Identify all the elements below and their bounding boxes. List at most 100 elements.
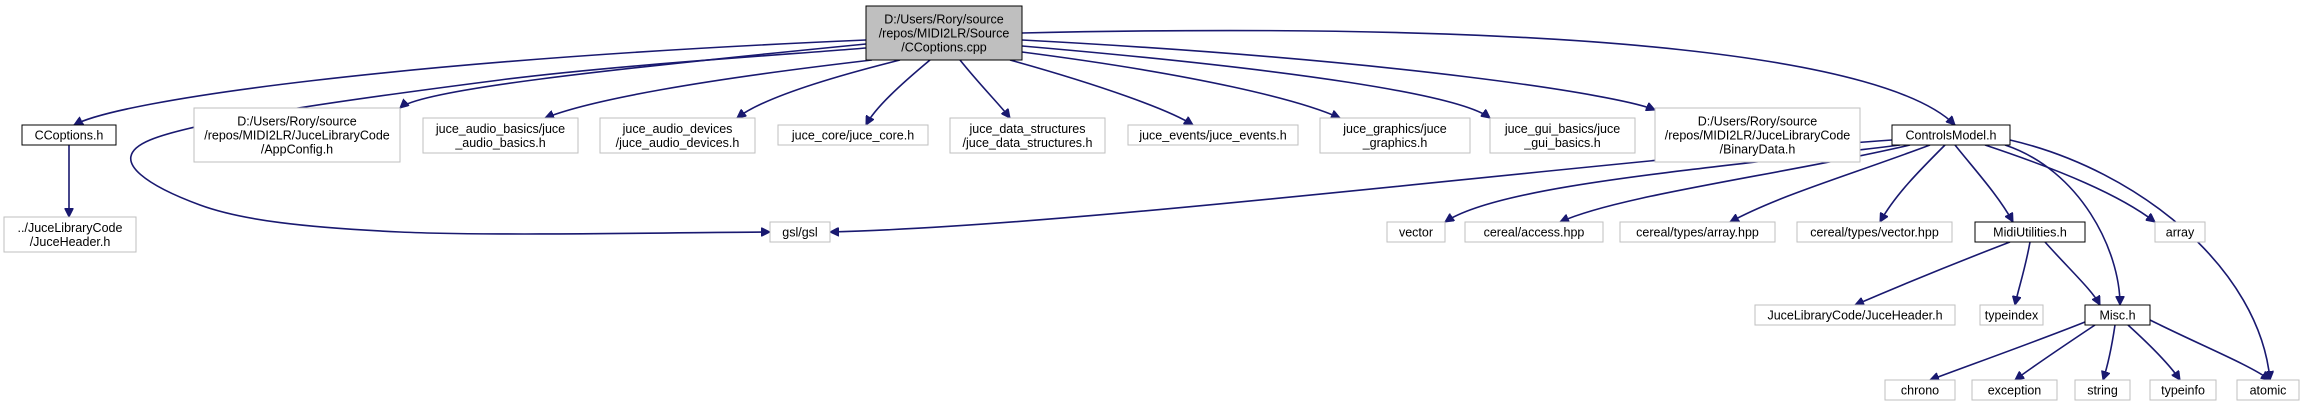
node-box bbox=[2084, 304, 2151, 326]
edge-ccoptions_cpp-to-juce_events bbox=[1009, 59, 1193, 126]
node-label-line: juce_audio_devices bbox=[622, 122, 733, 136]
node-label-line: typeindex bbox=[1985, 309, 2039, 323]
node-box bbox=[193, 107, 401, 163]
edge-ccoptions_cpp-to-juce_gui_basics bbox=[1021, 45, 1490, 118]
edge-ccoptions_cpp-to-juce_data_structures bbox=[959, 59, 1010, 118]
node-juceheader_rel: ../JuceLibraryCode/JuceHeader.h bbox=[3, 216, 137, 253]
node-box bbox=[2074, 379, 2131, 401]
node-label-line: vector bbox=[1399, 226, 1433, 240]
node-ccoptions_h[interactable]: CCoptions.h bbox=[21, 124, 117, 146]
node-typeinfo: typeinfo bbox=[2149, 379, 2217, 401]
node-label-line: /CCoptions.cpp bbox=[901, 41, 987, 55]
node-juce_audio_devices: juce_audio_devices/juce_audio_devices.h bbox=[599, 117, 756, 154]
edge-controlsmodel_h-to-atomic bbox=[2009, 139, 2270, 380]
node-label-line: array bbox=[2166, 226, 2195, 240]
node-label-line: typeinfo bbox=[2161, 384, 2205, 398]
node-box bbox=[1386, 221, 1446, 243]
node-controlsmodel_h[interactable]: ControlsModel.h bbox=[1891, 124, 2011, 146]
node-typeindex: typeindex bbox=[1979, 304, 2044, 326]
node-binarydata_h: D:/Users/Rory/source/repos/MIDI2LR/JuceL… bbox=[1654, 107, 1861, 163]
node-label-line: /juce_data_structures.h bbox=[963, 136, 1093, 150]
node-label-line: D:/Users/Rory/source bbox=[237, 115, 357, 129]
node-juce_events: juce_events/juce_events.h bbox=[1127, 124, 1299, 146]
node-label-line: cereal/types/vector.hpp bbox=[1810, 226, 1939, 240]
node-label-line: /repos/MIDI2LR/Source bbox=[879, 27, 1010, 41]
node-juceheader_jlc: JuceLibraryCode/JuceHeader.h bbox=[1754, 304, 1956, 326]
node-label-line: juce_graphics/juce bbox=[1342, 122, 1447, 136]
node-box bbox=[2154, 221, 2206, 243]
edge-controlsmodel_h-to-cereal_vector bbox=[1879, 144, 1946, 222]
node-box bbox=[769, 221, 831, 243]
node-label-line: atomic bbox=[2250, 384, 2287, 398]
node-box bbox=[1464, 221, 1604, 243]
node-ccoptions_cpp[interactable]: D:/Users/Rory/source/repos/MIDI2LR/Sourc… bbox=[865, 5, 1023, 61]
edge-midiutilities_h-to-misc_h bbox=[2044, 241, 2101, 305]
node-string: string bbox=[2074, 379, 2131, 401]
node-gsl: gsl/gsl bbox=[769, 221, 831, 243]
node-box bbox=[1891, 124, 2011, 146]
edge-ccoptions_cpp-to-juce_audio_devices bbox=[737, 59, 901, 118]
edge-ccoptions_cpp-to-gsl bbox=[130, 47, 867, 234]
edge-misc_h-to-exception bbox=[2015, 324, 2096, 380]
node-label-line: _graphics.h bbox=[1362, 136, 1428, 150]
node-label-line: /repos/MIDI2LR/JuceLibraryCode bbox=[204, 129, 390, 143]
node-label-line: juce_audio_basics/juce bbox=[435, 122, 565, 136]
node-box bbox=[1796, 221, 1953, 243]
edge-controlsmodel_h-to-array bbox=[1984, 144, 2155, 222]
node-label-line: juce_events/juce_events.h bbox=[1138, 129, 1286, 143]
edge-ccoptions_cpp-to-binarydata_h bbox=[1021, 39, 1655, 110]
node-cereal_array: cereal/types/array.hpp bbox=[1619, 221, 1776, 243]
edge-misc_h-to-string bbox=[2103, 324, 2116, 380]
edge-ccoptions_cpp-to-ccoptions_h bbox=[74, 39, 867, 126]
edge-midiutilities_h-to-typeindex bbox=[2015, 241, 2031, 305]
node-label-line: juce_data_structures bbox=[968, 122, 1085, 136]
node-box bbox=[422, 117, 579, 154]
node-cereal_vector: cereal/types/vector.hpp bbox=[1796, 221, 1953, 243]
node-box bbox=[2236, 379, 2300, 401]
edge-ccoptions_cpp-to-juce_graphics bbox=[1021, 51, 1340, 118]
node-array: array bbox=[2154, 221, 2206, 243]
edge-misc_h-to-chrono bbox=[1930, 321, 2086, 380]
node-box bbox=[1974, 221, 2086, 243]
node-label-line: juce_gui_basics/juce bbox=[1504, 122, 1620, 136]
nodes-layer: D:/Users/Rory/source/repos/MIDI2LR/Sourc… bbox=[3, 5, 2300, 401]
node-label-line: JuceLibraryCode/JuceHeader.h bbox=[1767, 309, 1942, 323]
node-vector: vector bbox=[1386, 221, 1446, 243]
node-box bbox=[1489, 117, 1636, 154]
node-label-line: ../JuceLibraryCode bbox=[18, 221, 123, 235]
node-box bbox=[777, 124, 929, 146]
node-label-line: D:/Users/Rory/source bbox=[1698, 115, 1818, 129]
node-juce_core: juce_core/juce_core.h bbox=[777, 124, 929, 146]
node-box bbox=[865, 5, 1023, 61]
node-chrono: chrono bbox=[1884, 379, 1956, 401]
edges-layer bbox=[69, 29, 2270, 380]
node-label-line: exception bbox=[1988, 384, 2042, 398]
node-label-line: Misc.h bbox=[2099, 309, 2135, 323]
edge-midiutilities_h-to-juceheader_jlc bbox=[1855, 241, 2011, 305]
node-label-line: /AppConfig.h bbox=[261, 143, 333, 157]
node-label-line: /repos/MIDI2LR/JuceLibraryCode bbox=[1665, 129, 1851, 143]
node-cereal_access: cereal/access.hpp bbox=[1464, 221, 1604, 243]
node-midiutilities_h[interactable]: MidiUtilities.h bbox=[1974, 221, 2086, 243]
node-box bbox=[21, 124, 117, 146]
node-misc_h[interactable]: Misc.h bbox=[2084, 304, 2151, 326]
node-box bbox=[1127, 124, 1299, 146]
node-atomic: atomic bbox=[2236, 379, 2300, 401]
node-label-line: CCoptions.h bbox=[35, 129, 104, 143]
node-label-line: MidiUtilities.h bbox=[1993, 226, 2067, 240]
edge-controlsmodel_h-to-midiutilities_h bbox=[1954, 144, 2014, 222]
node-label-line: string bbox=[2087, 384, 2118, 398]
edge-misc_h-to-atomic bbox=[2149, 319, 2270, 380]
edge-ccoptions_cpp-to-appconfig_h bbox=[400, 43, 867, 108]
node-label-line: /juce_audio_devices.h bbox=[616, 136, 740, 150]
node-label-line: cereal/access.hpp bbox=[1484, 226, 1585, 240]
node-box bbox=[1654, 107, 1861, 163]
edge-ccoptions_cpp-to-juce_audio_basics bbox=[545, 59, 873, 118]
node-box bbox=[3, 216, 137, 253]
node-box bbox=[1319, 117, 1471, 154]
edge-misc_h-to-typeinfo bbox=[2127, 324, 2180, 380]
node-box bbox=[1979, 304, 2044, 326]
node-box bbox=[1971, 379, 2058, 401]
node-box bbox=[2149, 379, 2217, 401]
